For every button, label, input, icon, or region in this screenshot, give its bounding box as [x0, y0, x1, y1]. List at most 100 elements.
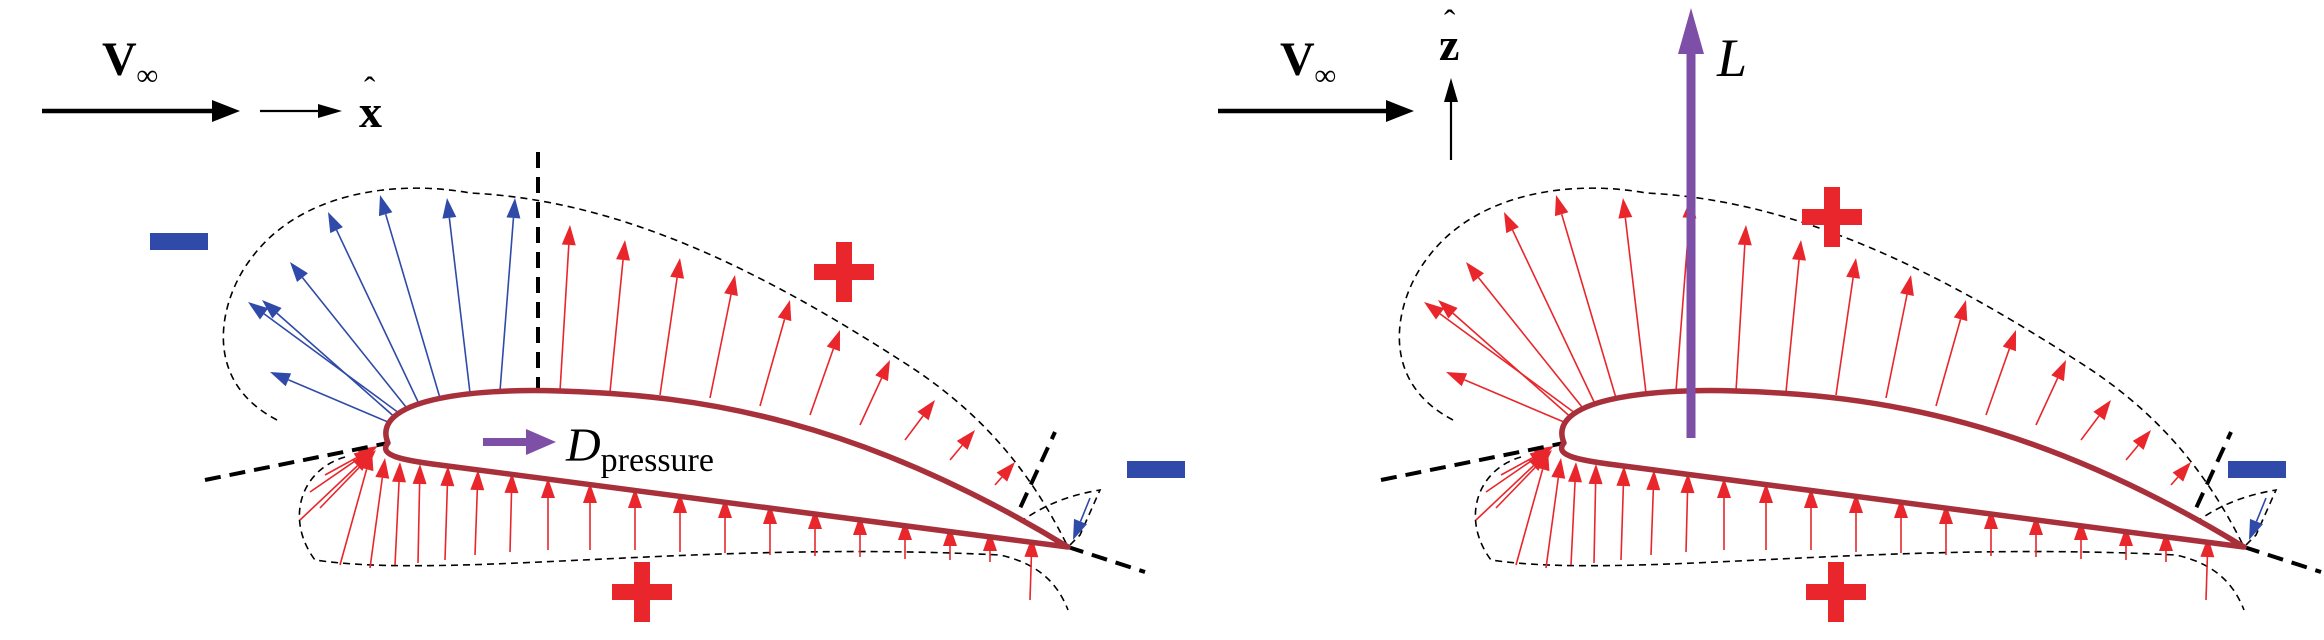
pressure-vector-lower-13	[1984, 509, 1998, 556]
pressure-vector-lower-12	[763, 504, 777, 555]
x-axis-hat: ˆ	[364, 71, 376, 108]
pressure-vector-lower-14	[853, 515, 867, 557]
pressure-vector-lower-11	[718, 498, 732, 553]
pressure-vector-lower-1	[1545, 458, 1566, 569]
suction-vector-0	[1446, 372, 1572, 426]
left-reference-lines	[204, 152, 1146, 574]
pressure-vector-lower-6	[1680, 473, 1695, 553]
suction-vector-3	[290, 262, 411, 413]
pressure-vector-lower-10	[1849, 493, 1863, 552]
minus-sign-trailing	[2228, 461, 2286, 478]
pressure-vector-upper-6	[859, 360, 890, 426]
trailing-suction-vector	[1073, 497, 1091, 540]
pressure-vector-lower-6	[504, 473, 519, 553]
pressure-vector-upper-7	[904, 400, 935, 441]
plus-sign-upper	[814, 242, 874, 302]
lift-label: L	[1716, 28, 1747, 88]
trailing-normal-line	[1008, 431, 1057, 531]
minus-sign-suction-upper	[150, 233, 208, 250]
pressure-vector-upper-0	[1735, 225, 1752, 392]
pressure-vector-lower-5	[470, 470, 485, 556]
suction-vector-1	[1438, 300, 1575, 421]
left-freestream-label: V∞	[102, 33, 158, 92]
suction-vector-2	[1424, 302, 1580, 417]
pressure-vector-upper-9	[2170, 462, 2191, 486]
suction-vector-0	[270, 372, 396, 426]
pressure-vector-lower-15	[898, 520, 912, 559]
trailing-normal-line	[2184, 431, 2233, 531]
pressure-vector-upper-8	[2125, 430, 2151, 461]
upper-envelope-curve	[1398, 187, 2245, 548]
z-axis-arrow	[1444, 78, 1458, 160]
pressure-vector-upper-3	[709, 275, 738, 399]
pressure-vector-lower-3	[1588, 464, 1603, 564]
pressure-vector-upper-1	[609, 240, 631, 393]
pressure-vector-lower-7	[541, 478, 555, 550]
left-airfoil	[383, 387, 1071, 550]
plus-sign-upper	[1802, 187, 1862, 247]
pressure-vector-le-3	[319, 450, 376, 509]
pressure-vector-le-3	[1495, 450, 1552, 509]
lower-envelope-curve	[298, 456, 1069, 611]
pressure-vector-lower-18	[1024, 537, 1039, 601]
pressure-vector-lower-14	[2029, 515, 2043, 557]
pressure-vector-lower-4	[440, 466, 455, 561]
right-freestream-label: V∞	[1280, 33, 1336, 92]
pressure-vector-lower-16	[2119, 526, 2133, 560]
pressure-vector-lower-8	[583, 483, 597, 550]
left-freestream-arrow	[42, 100, 240, 122]
pressure-vector-lower-9	[628, 488, 642, 550]
pressure-vector-lower-15	[2074, 520, 2088, 559]
pressure-vector-lower-5	[1646, 470, 1661, 556]
pressure-drag-arrow	[483, 429, 556, 455]
plus-sign-lower	[612, 562, 672, 622]
pressure-vector-upper-1	[1785, 240, 1807, 393]
pressure-vector-lower-4	[1616, 466, 1631, 561]
pressure-vector-upper-8	[949, 430, 975, 461]
trailing-edge-chord-line	[1067, 545, 1146, 574]
pressure-vector-upper-0	[559, 225, 576, 392]
pressure-drag-label: Dpressure	[565, 419, 714, 479]
pressure-vector-lower-8	[1759, 483, 1773, 550]
pressure-vector-lower-2	[392, 462, 407, 566]
right-freestream-arrow	[1218, 100, 1414, 122]
pressure-vector-upper-4	[759, 300, 792, 407]
right-panel-lift: V∞ ˆ z L	[1218, 4, 2322, 622]
pressure-vector-lower-12	[1939, 504, 1953, 555]
pressure-vector-lower-2	[1568, 462, 1583, 566]
pressure-vector-lower-9	[1804, 488, 1818, 550]
lower-envelope-curve	[1474, 456, 2245, 611]
suction-vector-4	[328, 212, 421, 407]
pressure-vector-upper-7	[2080, 400, 2111, 441]
pressure-vector-lower-16	[943, 526, 957, 560]
suction-vector-5	[1554, 195, 1617, 399]
pressure-vector-upper-5	[809, 330, 840, 416]
pressure-vector-upper-6	[2035, 360, 2066, 426]
pressure-vector-upper-3	[1885, 275, 1914, 399]
x-axis-label: x	[359, 86, 382, 137]
pressure-vector-lower-3	[412, 464, 427, 564]
pressure-vector-upper-4	[1935, 300, 1968, 407]
pressure-vector-upper-2	[1835, 258, 1861, 396]
right-pressure-vectors	[1424, 195, 2267, 601]
pressure-vector-lower-18	[2200, 537, 2215, 601]
pressure-vector-lower-1	[369, 458, 390, 569]
lift-arrow	[1678, 8, 1704, 438]
leading-edge-chord-line	[204, 441, 389, 482]
airfoil-outline	[1559, 387, 2247, 550]
leading-edge-chord-line	[1380, 441, 1565, 482]
left-panel-drag: V∞ ˆ x Dpressure	[42, 33, 1185, 622]
suction-vector-4	[1504, 212, 1597, 407]
pressure-vector-lower-10	[673, 493, 687, 552]
suction-vector-3	[1466, 262, 1587, 413]
suction-vector-7	[499, 198, 521, 392]
x-axis-arrow	[260, 104, 342, 118]
suction-vector-6	[442, 198, 471, 394]
pressure-vector-lower-7	[1717, 478, 1731, 550]
trailing-edge-chord-line	[2243, 545, 2322, 574]
suction-vector-5	[378, 195, 441, 399]
suction-vector-2	[248, 302, 404, 417]
trailing-suction-vector	[2249, 497, 2267, 540]
pressure-vector-lower-13	[808, 509, 822, 556]
